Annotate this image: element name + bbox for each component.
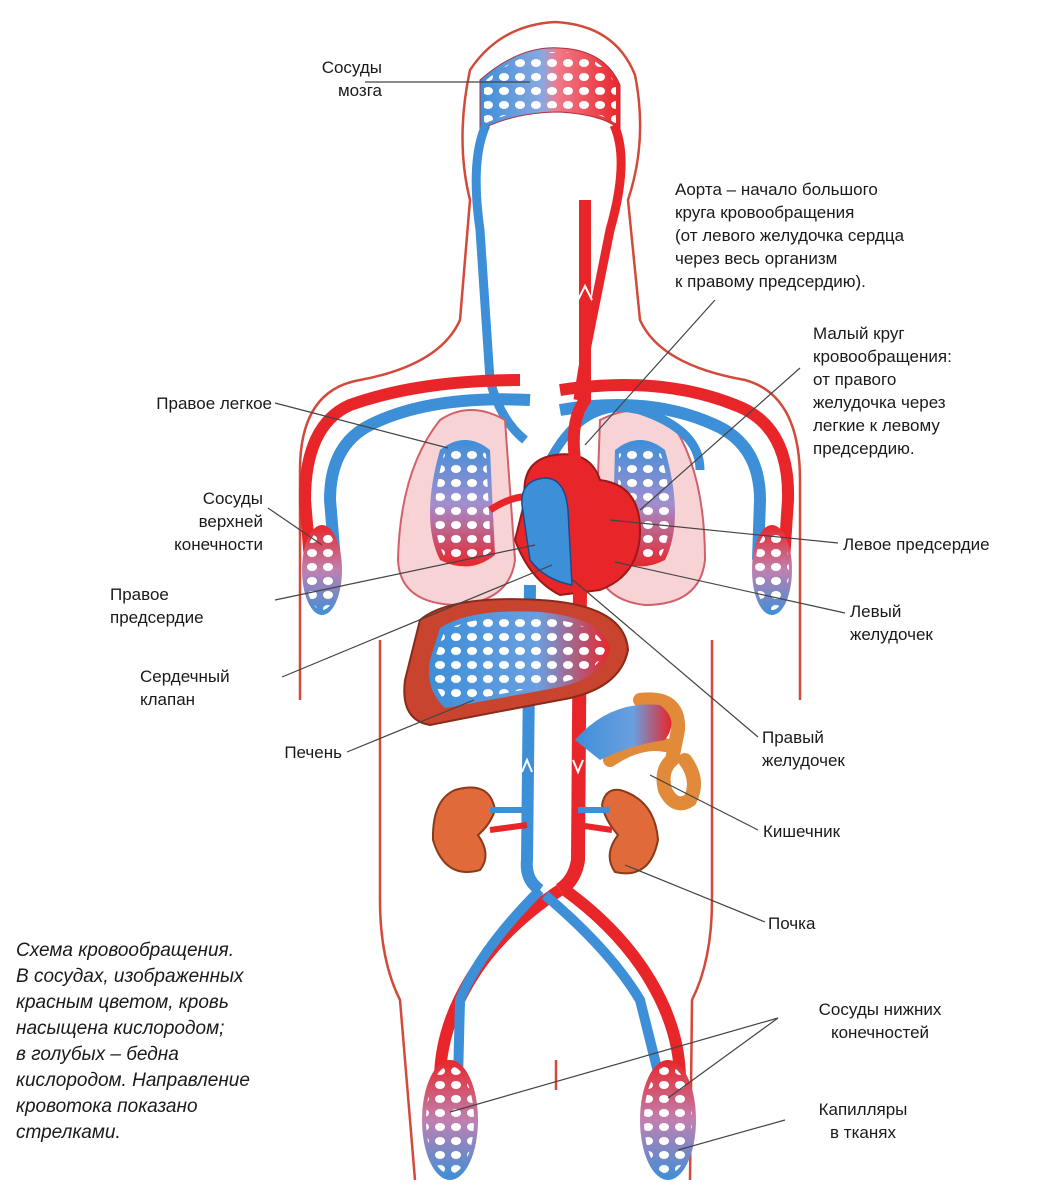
label-aorta: Аорта – начало большого круга кровообращ…	[675, 180, 905, 291]
aorta-down-arrow	[572, 759, 584, 775]
left-leg-vein	[453, 886, 544, 1081]
leader-right-ventricle	[572, 579, 759, 738]
jugular-vein	[471, 123, 528, 444]
leader-intestine	[649, 774, 759, 831]
right-hand-capillary-cells	[755, 530, 789, 610]
intestine	[603, 692, 701, 811]
left-kidney	[600, 788, 660, 875]
label-right-ventricle: Правый желудочек	[762, 728, 845, 770]
diagram-caption: Схема кровообращения. В сосудах, изображ…	[16, 940, 250, 1143]
left-arm-artery	[298, 374, 521, 561]
leader-aorta	[584, 299, 716, 446]
label-intestine: Кишечник	[763, 822, 841, 841]
descending-aorta	[555, 589, 587, 896]
renal-arteries	[489, 822, 613, 833]
right-leg-artery	[561, 885, 686, 1081]
leader-lines	[267, 81, 846, 1151]
liver-capillary-cells	[433, 617, 605, 704]
label-kidney: Почка	[768, 914, 816, 933]
label-right-atrium: Правое предсердие	[110, 585, 204, 627]
leader-capillaries	[677, 1119, 786, 1151]
leader-lower-limb-1	[449, 1017, 779, 1113]
right-foot-capillary-cells	[644, 1066, 692, 1174]
label-left-atrium: Левое предсердие	[843, 535, 990, 554]
label-upper-limb-vessels: Сосуды верхней конечности	[174, 489, 263, 554]
right-leg-vein	[541, 891, 665, 1082]
left-arm-vein	[323, 393, 531, 561]
leader-lower-limb-2	[667, 1017, 779, 1099]
leader-heart-valve	[281, 564, 553, 678]
leader-pulmonary	[639, 367, 801, 511]
brain-capillary-cells	[484, 51, 616, 124]
leader-kidney	[624, 864, 766, 923]
label-lower-limb-vessels: Сосуды нижних конечностей	[818, 1000, 942, 1042]
label-heart-valve: Сердечный клапан	[140, 667, 230, 709]
right-lung-capillary-cells	[435, 445, 491, 562]
left-hand-capillary-cells	[305, 530, 339, 610]
leader-right-atrium	[274, 544, 536, 601]
label-liver: Печень	[284, 743, 342, 762]
right-kidney	[431, 786, 497, 873]
leader-right-lung	[274, 402, 449, 449]
label-brain-vessels: Сосуды мозга	[321, 58, 382, 100]
label-pulmonary-circuit: Малый круг кровообращения: от правого же…	[813, 324, 952, 458]
leader-left-ventricle	[614, 561, 846, 614]
label-tissue-capillaries: Капилляры в тканях	[818, 1100, 908, 1142]
label-left-ventricle: Левый желудочек	[850, 602, 933, 644]
leader-upper-limb	[267, 507, 323, 546]
intestine-capillaries	[575, 704, 672, 760]
label-right-lung: Правое легкое	[156, 394, 272, 413]
aorta-arrow	[577, 283, 593, 301]
leader-liver	[346, 699, 475, 753]
pulmonary-artery-loop	[540, 403, 705, 472]
left-foot-capillary-cells	[426, 1066, 474, 1174]
vena-cava-up-arrow	[521, 757, 533, 773]
body-outline	[298, 20, 802, 1181]
right-arm-artery	[559, 379, 795, 561]
aorta-arch	[567, 200, 591, 461]
leader-left-atrium	[609, 519, 839, 544]
right-heart-chambers	[521, 477, 573, 586]
